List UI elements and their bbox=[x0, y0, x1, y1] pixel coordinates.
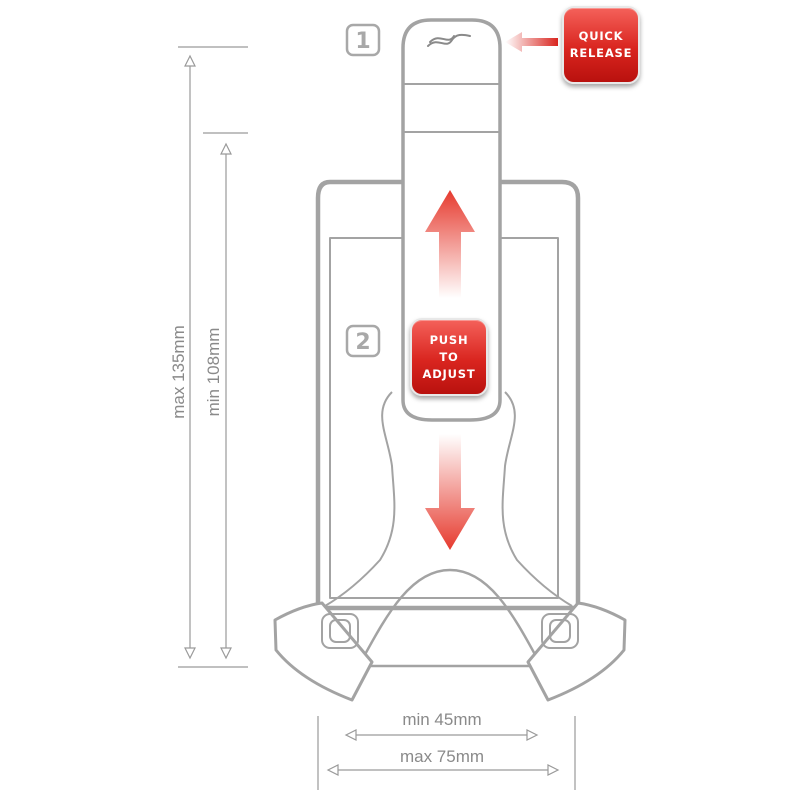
width-dimension-lines bbox=[317, 716, 576, 790]
max-height-label: max 135mm bbox=[169, 325, 188, 419]
arrow-left-icon bbox=[505, 32, 558, 52]
quick-release-line-2: RELEASE bbox=[569, 46, 633, 60]
step-2-marker: 2 bbox=[345, 324, 381, 358]
push-to-adjust-line-2: TO bbox=[439, 349, 459, 364]
arrow-up-icon bbox=[425, 190, 475, 298]
push-to-adjust-line-3: ADJUST bbox=[422, 366, 476, 381]
right-arm bbox=[526, 601, 627, 702]
step-1-marker: 1 bbox=[345, 23, 381, 57]
max-width-label: max 75mm bbox=[400, 747, 484, 766]
wave-icon bbox=[427, 33, 471, 47]
height-dimension-lines bbox=[178, 46, 248, 668]
quick-release-badge[interactable]: QUICK RELEASE bbox=[562, 6, 640, 84]
step-2-number: 2 bbox=[355, 330, 370, 355]
push-to-adjust-line-1: PUSH bbox=[429, 332, 469, 347]
step-1-number: 1 bbox=[355, 29, 370, 54]
push-to-adjust-badge[interactable]: PUSH TO ADJUST bbox=[410, 318, 488, 396]
left-arm bbox=[273, 601, 374, 702]
min-width-label: min 45mm bbox=[402, 710, 481, 729]
quick-release-line-1: QUICK bbox=[578, 29, 624, 43]
arrow-down-icon bbox=[425, 434, 475, 550]
min-height-label: min 108mm bbox=[204, 328, 223, 417]
